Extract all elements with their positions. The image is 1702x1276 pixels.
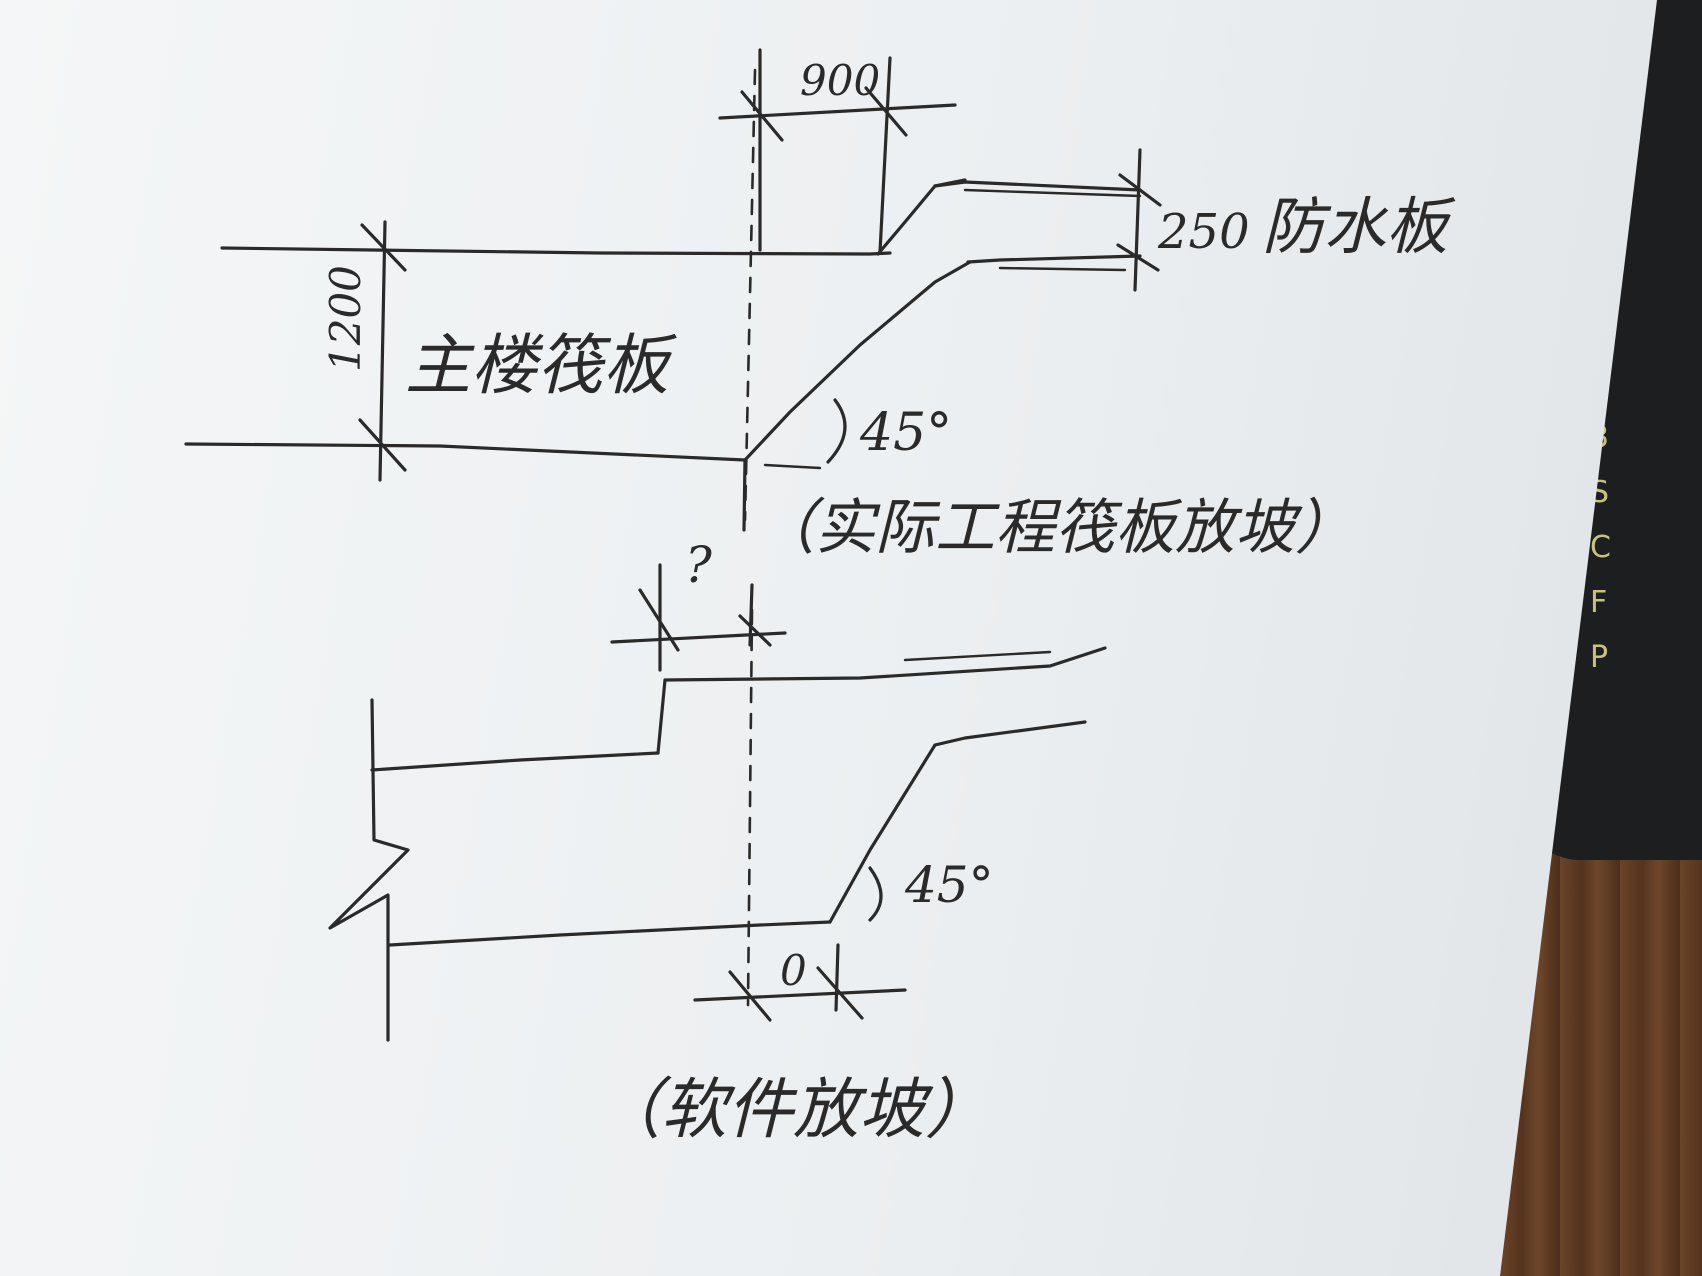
raft-bottom-edge [184, 442, 747, 462]
dim-question-tick-right [738, 614, 772, 647]
dim-question-label: ? [685, 536, 713, 594]
step-riser [656, 678, 667, 755]
dim-250-tick-top [1118, 173, 1162, 207]
device-glyph: F [1590, 585, 1608, 620]
angle-base-dash [763, 463, 822, 470]
dashed-reference-line [743, 68, 757, 522]
bottom-base-line [388, 920, 832, 947]
bottom-angle-label: 45° [904, 856, 994, 914]
waterproof-slab-top [933, 180, 1142, 192]
bottom-slope-line [828, 743, 937, 924]
dim-question-line [610, 631, 787, 644]
device-screen-glyphs: 3 S C F P [1580, 360, 1702, 720]
dim-250-label: 250 [1157, 204, 1250, 260]
slope-line-bottom [743, 260, 972, 462]
step-upper-line [663, 646, 1107, 682]
bottom-slope-top [933, 720, 1087, 747]
left-break-line [328, 698, 410, 1042]
step-lower-line [370, 751, 660, 772]
dim-900-ext-right [878, 56, 892, 254]
device-glyph: C [1590, 530, 1611, 565]
dim-zero-label: 0 [780, 946, 807, 995]
top-angle-label: 45° [859, 403, 952, 463]
waterproof-slab-top-2 [963, 188, 1142, 198]
top-sketch: 900 1200 250 防水板 主楼筏板 45° （实际工程筏板放坡） [184, 48, 1456, 563]
dim-question-ext-right [748, 583, 754, 647]
dim-1200-label: 1200 [321, 265, 370, 372]
reference-line-tail [742, 458, 747, 532]
dim-900-tick-left [740, 90, 784, 142]
dim-250-line [1133, 148, 1142, 292]
dim-1200-tick-top [360, 223, 407, 272]
dim-250-tick-bottom [1116, 243, 1160, 272]
dim-900-label: 900 [800, 56, 880, 105]
step-upper-line-2 [903, 650, 1052, 662]
bottom-caption: （软件放坡） [595, 1071, 991, 1148]
slope-line-top [876, 178, 967, 256]
dim-900-tick-right [864, 86, 908, 137]
dim-zero-tick-left [728, 970, 772, 1022]
device-glyph: P [1590, 640, 1609, 675]
raft-top-edge [220, 246, 892, 256]
bottom-dashed-reference-line [746, 608, 754, 1007]
dim-zero-ext-right [834, 943, 840, 1012]
angle-arc-top [826, 398, 847, 464]
angle-arc-bottom [868, 866, 883, 922]
waterproof-slab-bottom-2 [998, 266, 1127, 272]
waterproof-slab-label: 防水板 [1262, 190, 1456, 263]
main-raft-label: 主楼筏板 [405, 327, 677, 404]
waterproof-slab-bottom [966, 254, 1142, 264]
dim-zero-line [693, 988, 907, 1002]
top-caption: （实际工程筏板放坡） [755, 493, 1355, 563]
dim-zero-tick-right [816, 966, 864, 1020]
bottom-sketch: ? 0 45° （软件放坡） [328, 536, 1107, 1148]
dim-1200-line [378, 220, 387, 482]
dim-1200-tick-bottom [358, 418, 407, 472]
